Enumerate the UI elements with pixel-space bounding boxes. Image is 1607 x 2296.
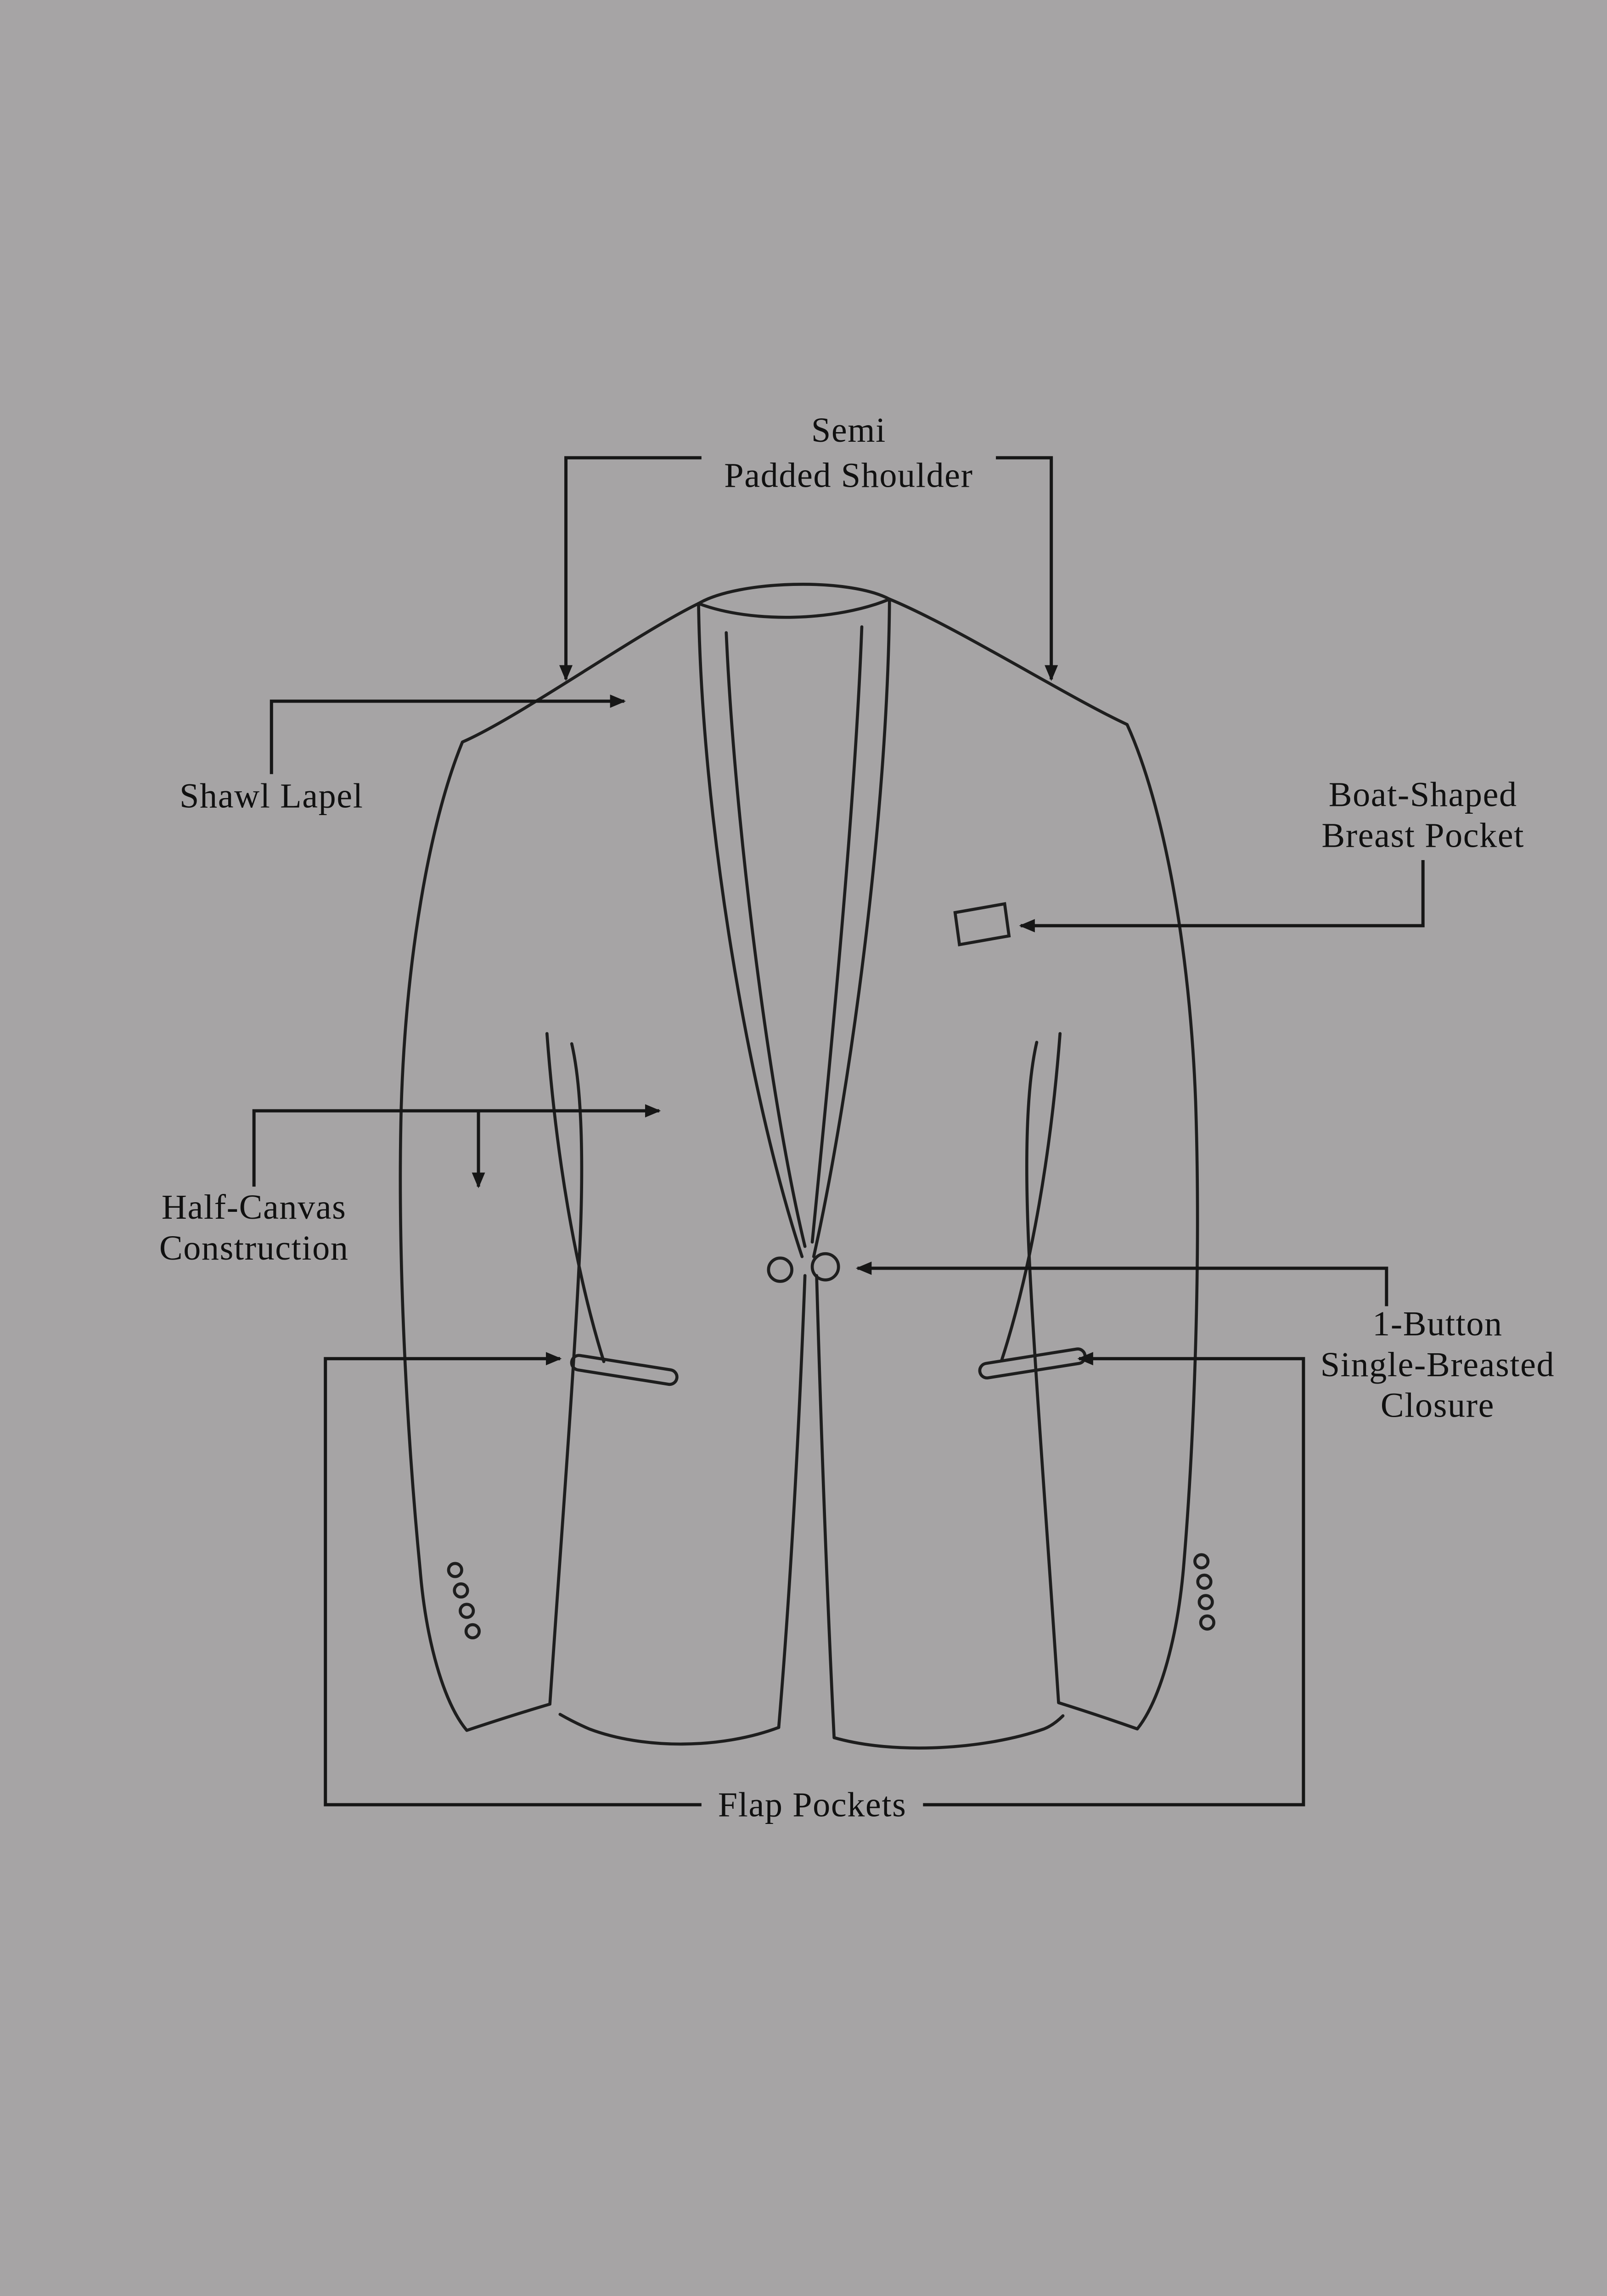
- label-closure-line2: Single-Breasted: [1320, 1345, 1555, 1384]
- breast-pocket: [953, 902, 1011, 947]
- label-shawl-lapel: Shawl Lapel: [180, 777, 363, 816]
- right-lapel-edge: [812, 597, 891, 1258]
- left-front-edge: [777, 1274, 807, 1729]
- jacket-right-sleeve: [888, 597, 1199, 1731]
- collar-top-edge: [697, 583, 891, 605]
- right-armhole-seam: [1000, 1032, 1062, 1362]
- closure-buttons: [767, 1252, 840, 1283]
- cuff-button: [1193, 1553, 1210, 1570]
- labels: Semi Padded Shoulder Shawl Lapel Boat-Sh…: [159, 411, 1555, 1824]
- jacket-outline: [399, 583, 1215, 1750]
- cuff-button: [459, 1603, 475, 1619]
- left-lapel-seam: [725, 631, 807, 1248]
- callout-flap-pockets-right: [923, 1352, 1305, 1806]
- label-closure-line3: Closure: [1381, 1386, 1495, 1425]
- cuff-button: [1196, 1573, 1213, 1590]
- label-half-canvas-line2: Construction: [159, 1229, 349, 1267]
- cuff-button: [453, 1582, 469, 1599]
- closure-button-left: [767, 1256, 793, 1283]
- callout-flap-pockets-left: [324, 1352, 702, 1806]
- left-cuff-buttons: [447, 1562, 481, 1639]
- label-breast-pocket-line2: Breast Pocket: [1321, 816, 1524, 855]
- right-hem: [832, 1714, 1065, 1750]
- callout-half-canvas-arrow: [252, 1104, 661, 1187]
- background: [38, 0, 1569, 2296]
- callout-breast-pocket-arrow: [1019, 860, 1425, 933]
- label-semi-padded-shoulder-line1: Semi: [811, 411, 886, 450]
- label-closure-line1: 1-Button: [1372, 1305, 1503, 1343]
- left-hem: [558, 1712, 781, 1746]
- collar-back-seam: [697, 597, 891, 619]
- left-lapel-edge: [697, 602, 804, 1258]
- callout-shoulder-left-arrow: [559, 456, 702, 681]
- label-flap-pockets: Flap Pockets: [718, 1786, 907, 1824]
- cuff-button: [1199, 1614, 1215, 1631]
- shawl-lapel: [697, 597, 891, 1258]
- closure-button-right: [810, 1252, 840, 1282]
- callout-lines: [252, 456, 1425, 1806]
- label-half-canvas-line1: Half-Canvas: [162, 1188, 347, 1227]
- callout-closure-arrow: [855, 1261, 1388, 1306]
- label-breast-pocket-line1: Boat-Shaped: [1329, 776, 1517, 814]
- left-flap-pocket: [570, 1354, 679, 1386]
- callout-shoulder-right-arrow: [996, 456, 1058, 681]
- left-armhole-seam: [545, 1032, 606, 1363]
- cuff-button: [447, 1562, 463, 1578]
- jacket-left-sleeve: [399, 602, 700, 1732]
- cuff-button: [1197, 1594, 1214, 1610]
- right-lapel-seam: [810, 625, 864, 1244]
- right-cuff-buttons: [1193, 1553, 1215, 1631]
- cuff-button: [464, 1623, 481, 1639]
- callout-shawl-lapel-arrow: [270, 694, 626, 774]
- right-front-edge: [815, 1274, 836, 1739]
- label-semi-padded-shoulder-line2: Padded Shoulder: [724, 456, 973, 495]
